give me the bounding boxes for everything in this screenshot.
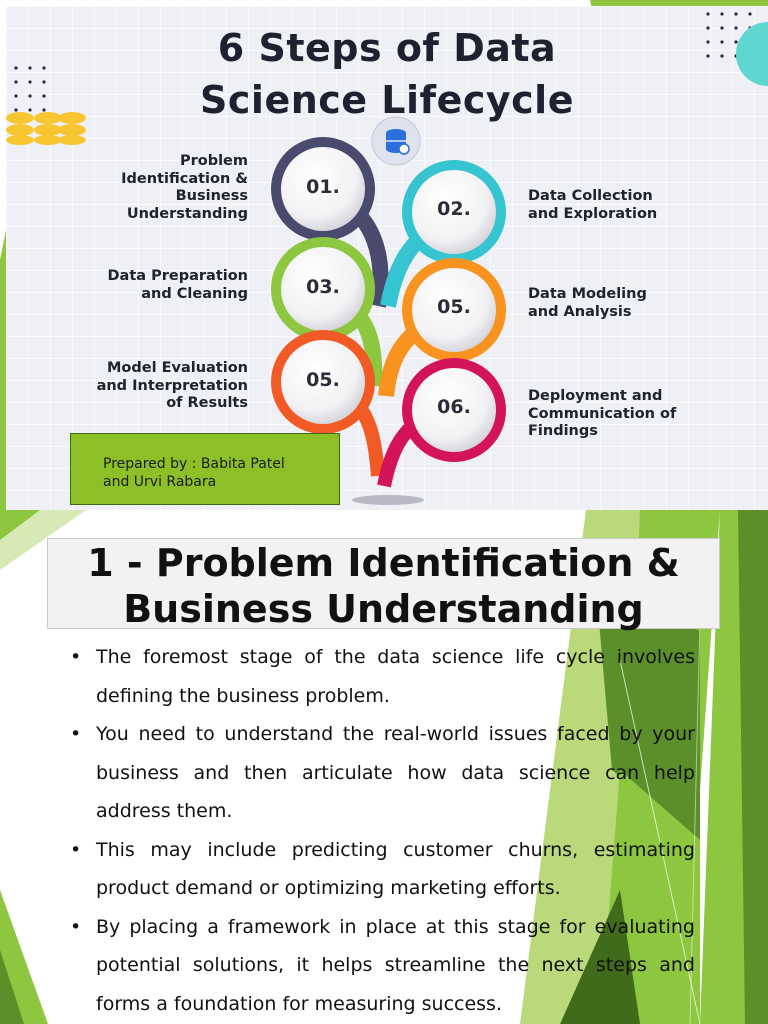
dots-decoration-left (14, 66, 46, 112)
step-bubble-03 (271, 237, 375, 341)
bullet-item: •You need to understand the real-world i… (70, 715, 695, 831)
step-number-04: 05. (437, 296, 471, 318)
step-bubble-01 (271, 137, 375, 241)
infographic-title-line-2: Science Lifecycle (200, 78, 574, 122)
content-slide-accent (0, 510, 768, 1024)
step-bubble-05 (271, 330, 375, 434)
bullet-item: •This may include predicting customer ch… (70, 831, 695, 908)
infographic-graphic (6, 6, 768, 510)
step-bubble-04 (402, 258, 506, 362)
step-number-05: 05. (306, 369, 340, 391)
bullet-symbol: • (70, 723, 82, 745)
step-bubble-02 (402, 160, 506, 264)
credit-text: Prepared by : Babita Patel and Urvi Raba… (103, 456, 285, 490)
slide-heading: 1 - Problem Identification & Business Un… (87, 541, 680, 631)
credit-box: Prepared by : Babita Patel and Urvi Raba… (70, 433, 340, 505)
step-number-01: 01. (306, 176, 340, 198)
bullet-item: •The foremost stage of the data science … (70, 638, 695, 715)
bullet-symbol: • (70, 838, 82, 861)
wave-decoration (6, 112, 86, 145)
teal-circle-decoration (736, 22, 768, 86)
infographic-title-line-1: 6 Steps of Data (217, 26, 557, 70)
step-number-03: 03. (306, 276, 340, 298)
bullet-list: •The foremost stage of the data science … (70, 638, 695, 1023)
slide-heading-box: 1 - Problem Identification & Business Un… (47, 538, 720, 631)
bullet-symbol: • (70, 915, 82, 938)
title-slide: 6 Steps of Data Science Lifecycle 01. 02… (0, 0, 768, 510)
step-number-06: 06. (437, 396, 471, 418)
bullet-item: •By placing a framework in place at this… (70, 908, 695, 1024)
bullet-symbol: • (70, 646, 82, 668)
content-slide: 1 - Problem Identification & Business Un… (0, 510, 768, 1024)
database-icon (371, 116, 421, 166)
step-number-02: 02. (437, 198, 471, 220)
lifecycle-infographic: 6 Steps of Data Science Lifecycle 01. 02… (6, 6, 768, 510)
step-bubble-06 (402, 358, 506, 462)
